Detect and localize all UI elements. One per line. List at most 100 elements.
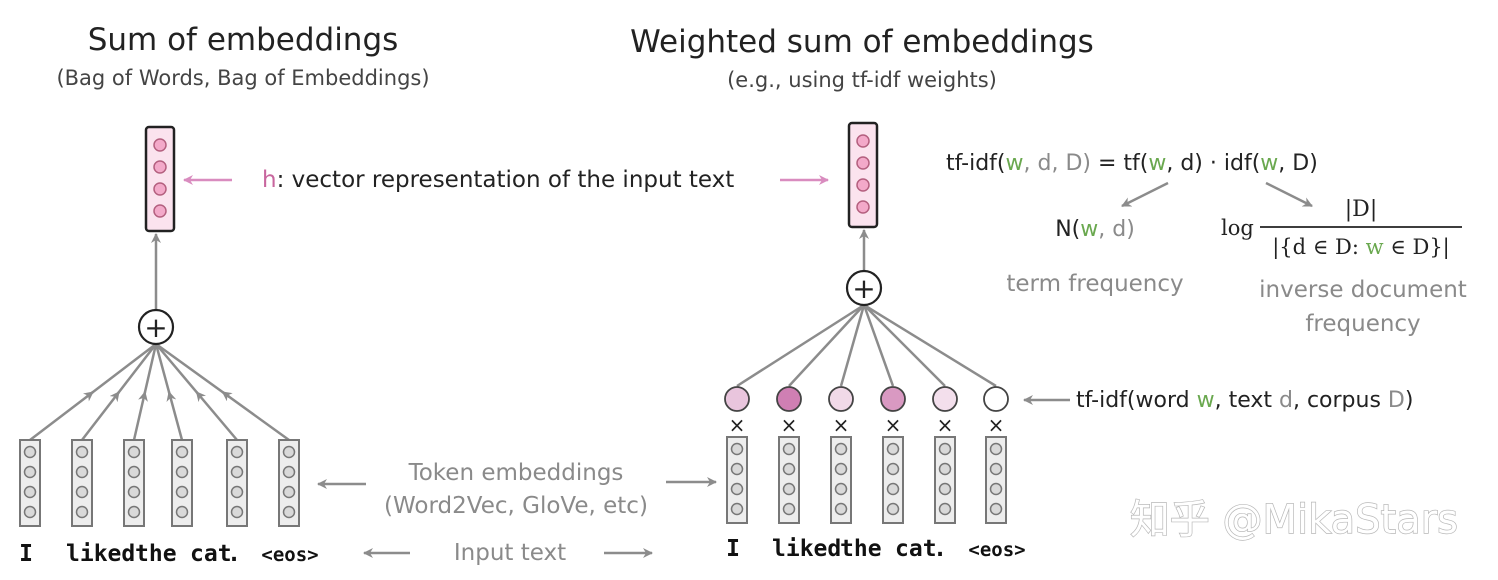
token-embeddings-label-line2: (Word2Vec, GloVe, etc) bbox=[384, 493, 648, 519]
left-fan-arrow-2 bbox=[138, 391, 148, 402]
right-token-1: liked bbox=[772, 536, 841, 562]
multiply-sign-1: × bbox=[781, 413, 798, 437]
right-embedding-0 bbox=[726, 436, 748, 524]
weight-label-post: ) bbox=[1405, 388, 1414, 413]
left-output-vector bbox=[144, 125, 176, 233]
multiply-sign-0: × bbox=[729, 413, 746, 437]
idf-caption-line2: frequency bbox=[1305, 311, 1420, 337]
formula-eq-tf: = tf( bbox=[1091, 151, 1148, 176]
left-fan-arrow-0 bbox=[82, 391, 94, 402]
weight-circle-4 bbox=[932, 386, 958, 412]
tf-term-rest: , d) bbox=[1098, 217, 1135, 242]
right-fan-line-1 bbox=[788, 304, 865, 387]
right-embedding-5 bbox=[985, 436, 1007, 524]
weight-circle-5 bbox=[983, 386, 1009, 412]
weight-circle-1 bbox=[776, 386, 802, 412]
idf-den-w: w bbox=[1366, 235, 1384, 259]
right-embedding-1 bbox=[778, 436, 800, 524]
multiply-sign-4: × bbox=[937, 413, 954, 437]
right-subtitle: (e.g., using tf-idf weights) bbox=[727, 68, 997, 92]
right-fan-lines bbox=[736, 303, 997, 388]
weight-label-w: w bbox=[1197, 388, 1215, 413]
tfidf-formula: tf-idf(w, d, D) = tf(w, d) · idf(w, D) bbox=[946, 151, 1318, 176]
weight-label: tf-idf(word w, text d, corpus D) bbox=[1076, 388, 1413, 413]
left-token-embeddings bbox=[19, 439, 300, 527]
right-token-3: cat bbox=[895, 536, 937, 562]
left-fan-arrow-4 bbox=[195, 391, 207, 403]
left-subtitle: (Bag of Words, Bag of Embeddings) bbox=[56, 66, 429, 90]
left-embedding-3 bbox=[171, 439, 193, 527]
right-token-2: the bbox=[840, 536, 882, 562]
weight-label-pre: tf-idf(word bbox=[1076, 388, 1197, 413]
right-token-embeddings bbox=[726, 436, 1007, 524]
right-plus-node: + bbox=[845, 269, 883, 307]
right-embedding-4 bbox=[934, 436, 956, 524]
idf-branch-arrow bbox=[1265, 181, 1313, 208]
formula-lhs: tf-idf( bbox=[946, 151, 1006, 176]
left-plus-node: + bbox=[137, 308, 175, 346]
right-token-5: <eos> bbox=[968, 539, 1025, 561]
weight-label-mid2: , corpus bbox=[1293, 388, 1388, 413]
formula-tf-rest: , d) · idf( bbox=[1166, 151, 1260, 176]
left-fan-arrow-1 bbox=[109, 391, 120, 403]
left-embedding-0 bbox=[19, 439, 41, 527]
tf-term: N(w, d) bbox=[1055, 217, 1135, 242]
input-text-label: Input text bbox=[454, 540, 566, 566]
right-title: Weighted sum of embeddings bbox=[630, 24, 1094, 60]
right-token-4: . bbox=[933, 536, 947, 562]
weight-label-D: D bbox=[1388, 388, 1405, 413]
idf-den-pre: |{d ∈ D: bbox=[1272, 235, 1365, 260]
right-fan-line-3 bbox=[862, 304, 895, 387]
idf-denominator: |{d ∈ D: w ∈ D}| bbox=[1272, 235, 1450, 260]
left-token-4: . bbox=[227, 541, 241, 567]
h-description: : vector representation of the input tex… bbox=[277, 167, 735, 193]
formula-tf-w: w bbox=[1148, 151, 1166, 176]
left-token-5: <eos> bbox=[261, 544, 318, 566]
idf-den-post: ∈ D}| bbox=[1384, 235, 1450, 260]
right-embedding-2 bbox=[830, 436, 852, 524]
h-symbol: h bbox=[262, 167, 277, 193]
left-embedding-2 bbox=[123, 439, 145, 527]
tf-caption: term frequency bbox=[1006, 271, 1183, 297]
right-fan-line-4 bbox=[863, 304, 946, 387]
watermark: 知乎 @MikaStars bbox=[1130, 497, 1458, 543]
idf-log: log bbox=[1221, 216, 1254, 240]
weight-circle-0 bbox=[724, 386, 750, 412]
formula-lhs-w: w bbox=[1006, 151, 1024, 176]
formula-idf-w: w bbox=[1260, 151, 1278, 176]
tf-term-pre: N( bbox=[1055, 217, 1080, 242]
left-fan-arrow-3 bbox=[166, 391, 177, 402]
left-token-1: liked bbox=[66, 541, 135, 567]
weight-label-d: d bbox=[1279, 388, 1293, 413]
right-fan-line-5 bbox=[863, 303, 997, 388]
formula-idf-rest: , D) bbox=[1278, 151, 1318, 176]
right-fan-line-0 bbox=[736, 303, 865, 388]
left-plus-symbol: + bbox=[144, 311, 167, 344]
right-output-vector bbox=[847, 121, 879, 229]
left-embedding-4 bbox=[226, 439, 248, 527]
weight-circle-3 bbox=[880, 386, 906, 412]
multiply-sign-2: × bbox=[833, 413, 850, 437]
multiply-sign-5: × bbox=[988, 413, 1005, 437]
tf-branch-arrow bbox=[1121, 181, 1169, 208]
right-embedding-3 bbox=[882, 436, 904, 524]
idf-numerator: |D| bbox=[1345, 197, 1377, 222]
left-title: Sum of embeddings bbox=[88, 22, 399, 58]
left-token-3: cat bbox=[190, 541, 232, 567]
formula-lhs-rest: , d, D) bbox=[1024, 151, 1091, 176]
left-embedding-1 bbox=[71, 439, 93, 527]
tf-term-w: w bbox=[1080, 217, 1098, 242]
multiply-sign-3: × bbox=[885, 413, 902, 437]
right-plus-symbol: + bbox=[852, 272, 875, 305]
idf-caption-line1: inverse document bbox=[1259, 277, 1467, 303]
right-fan-line-2 bbox=[839, 304, 866, 387]
left-token-0: I bbox=[19, 541, 33, 567]
left-fan-arrow-5 bbox=[221, 390, 233, 402]
weight-circle-2 bbox=[828, 386, 854, 412]
h-label: h: vector representation of the input te… bbox=[262, 167, 734, 193]
weight-label-mid1: , text bbox=[1215, 388, 1279, 413]
right-token-0: I bbox=[726, 536, 740, 562]
